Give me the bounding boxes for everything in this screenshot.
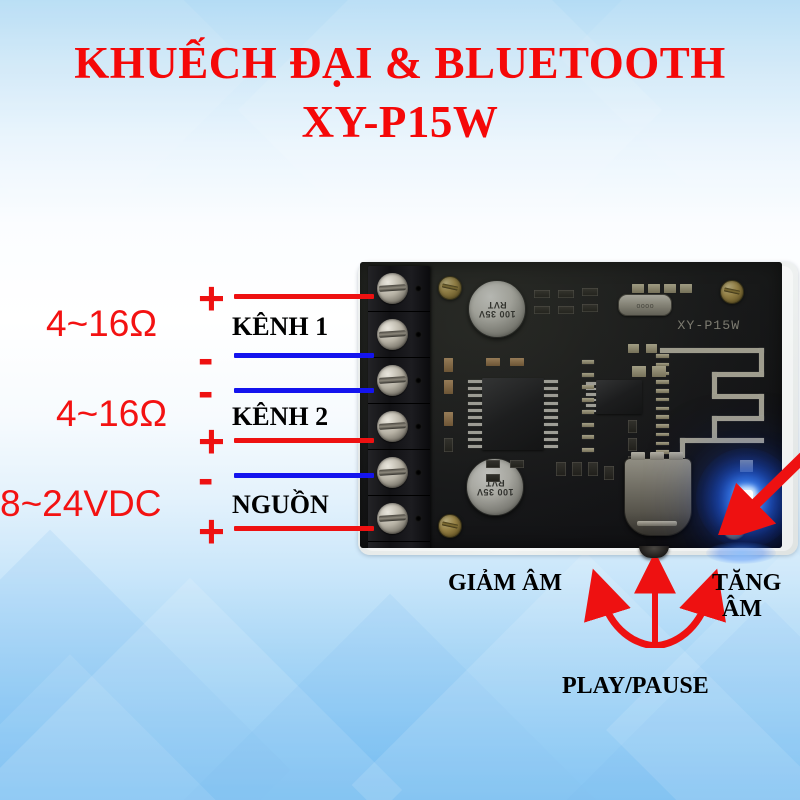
- terminal-screw[interactable]: [377, 411, 408, 442]
- smd-capacitor: [486, 358, 500, 366]
- smd-resistor: [628, 420, 637, 433]
- electrolytic-capacitor-top: 100 35V RVT: [468, 280, 526, 338]
- smd-capacitor: [444, 380, 453, 394]
- encoder-slot: [637, 521, 677, 526]
- label-power: NGUỒN: [232, 490, 329, 519]
- label-volume-down: GIẢM ÂM: [448, 570, 562, 596]
- silkscreen-label: XY-P15W: [677, 318, 741, 333]
- wire-power-negative: [234, 473, 374, 478]
- terminal-hole: [415, 515, 422, 522]
- pcb: 100 35V RVT 100 35V RVT oooo XY-P15W: [360, 262, 782, 548]
- terminal-4[interactable]: [368, 404, 430, 450]
- terminal-hole: [415, 423, 422, 430]
- rotary-encoder-knob[interactable]: [624, 458, 692, 536]
- led-pointer-arrow: [715, 452, 800, 535]
- encoder-top-tabs: [628, 452, 686, 460]
- voltage-label-power: 8~24VDC: [0, 483, 162, 524]
- sign-plus-power: +: [198, 505, 225, 557]
- terminal-hole: [415, 469, 422, 476]
- ic-pins-left: [468, 380, 482, 448]
- impedance-label-ch1: 4~16Ω: [46, 303, 157, 344]
- smd-resistor: [486, 474, 500, 482]
- smd-resistor: [582, 288, 598, 296]
- smd-resistor: [572, 462, 582, 476]
- label-volume-up-line2: ÂM: [722, 596, 762, 622]
- antenna-pad: [632, 366, 646, 377]
- page-title: KHUẾCH ĐẠI & BLUETOOTH XY-P15W: [0, 36, 800, 150]
- smd-resistor: [486, 460, 500, 468]
- smd-resistor: [558, 306, 574, 314]
- label-channel-1: KÊNH 1: [232, 312, 329, 341]
- standoff-screw-top-left: [438, 276, 462, 300]
- terminal-1[interactable]: [368, 266, 430, 312]
- smd-resistor: [510, 460, 524, 468]
- pad-column-a: [582, 360, 594, 452]
- smd-resistor: [628, 438, 637, 451]
- terminal-hole: [415, 331, 422, 338]
- terminal-6[interactable]: [368, 496, 430, 542]
- sign-minus-ch2: -: [198, 365, 214, 417]
- sign-minus-power: -: [198, 452, 214, 504]
- impedance-label-ch2: 4~16Ω: [56, 393, 167, 434]
- crystal-marking: oooo: [636, 301, 654, 309]
- title-line-2: XY-P15W: [301, 97, 499, 147]
- smd-resistor: [604, 466, 614, 480]
- smd-resistor: [534, 290, 550, 298]
- smd-resistor: [582, 304, 598, 312]
- screw-terminal-block[interactable]: [368, 266, 430, 548]
- wire-ch2-positive: [234, 438, 374, 443]
- smd-resistor: [556, 462, 566, 476]
- sign-plus-ch2: +: [198, 415, 225, 467]
- smd-capacitor: [444, 412, 453, 426]
- control-direction-arrows: [584, 558, 726, 648]
- wire-ch1-negative: [234, 353, 374, 358]
- sign-minus-ch1: -: [198, 332, 214, 384]
- encoder-shaft[interactable]: [639, 546, 669, 558]
- standoff-screw-bottom-left: [438, 514, 462, 538]
- label-channel-2: KÊNH 2: [232, 402, 329, 431]
- wire-power-positive: [234, 526, 374, 531]
- terminal-screw[interactable]: [377, 365, 408, 396]
- sign-plus-ch1: +: [198, 272, 225, 324]
- smd-capacitor: [444, 358, 453, 372]
- smd-pad: [632, 284, 644, 293]
- capacitor-marking: 100 35V RVT: [478, 300, 516, 319]
- wire-ch1-positive: [234, 294, 374, 299]
- smd-pad: [680, 284, 692, 293]
- smd-pad: [648, 284, 660, 293]
- label-play-pause: PLAY/PAUSE: [562, 673, 709, 699]
- terminal-2[interactable]: [368, 312, 430, 358]
- amplifier-board: 100 35V RVT 100 35V RVT oooo XY-P15W: [352, 256, 800, 564]
- ic-pins-right: [544, 380, 558, 448]
- smd-pad: [664, 284, 676, 293]
- terminal-hole: [415, 377, 422, 384]
- smd-resistor: [558, 290, 574, 298]
- bluetooth-module-ic: [596, 380, 642, 414]
- smd-resistor: [534, 306, 550, 314]
- terminal-screw[interactable]: [377, 319, 408, 350]
- antenna-pad: [652, 366, 666, 377]
- smd-resistor: [444, 438, 453, 452]
- terminal-screw[interactable]: [377, 273, 408, 304]
- amplifier-ic: [482, 378, 544, 450]
- standoff-screw-top-right: [720, 280, 744, 304]
- terminal-3[interactable]: [368, 358, 430, 404]
- smd-pad: [628, 344, 639, 353]
- smd-resistor: [588, 462, 598, 476]
- label-volume-up-line1: TĂNG: [712, 570, 782, 596]
- smd-capacitor: [510, 358, 524, 366]
- terminal-screw[interactable]: [377, 457, 408, 488]
- crystal-oscillator: oooo: [618, 294, 672, 316]
- bluetooth-pcb-antenna: [660, 348, 770, 466]
- smd-pad: [646, 344, 657, 353]
- title-line-1: KHUẾCH ĐẠI & BLUETOOTH: [74, 38, 726, 88]
- terminal-5[interactable]: [368, 450, 430, 496]
- wire-ch2-negative: [234, 388, 374, 393]
- terminal-hole: [415, 285, 422, 292]
- terminal-screw[interactable]: [377, 503, 408, 534]
